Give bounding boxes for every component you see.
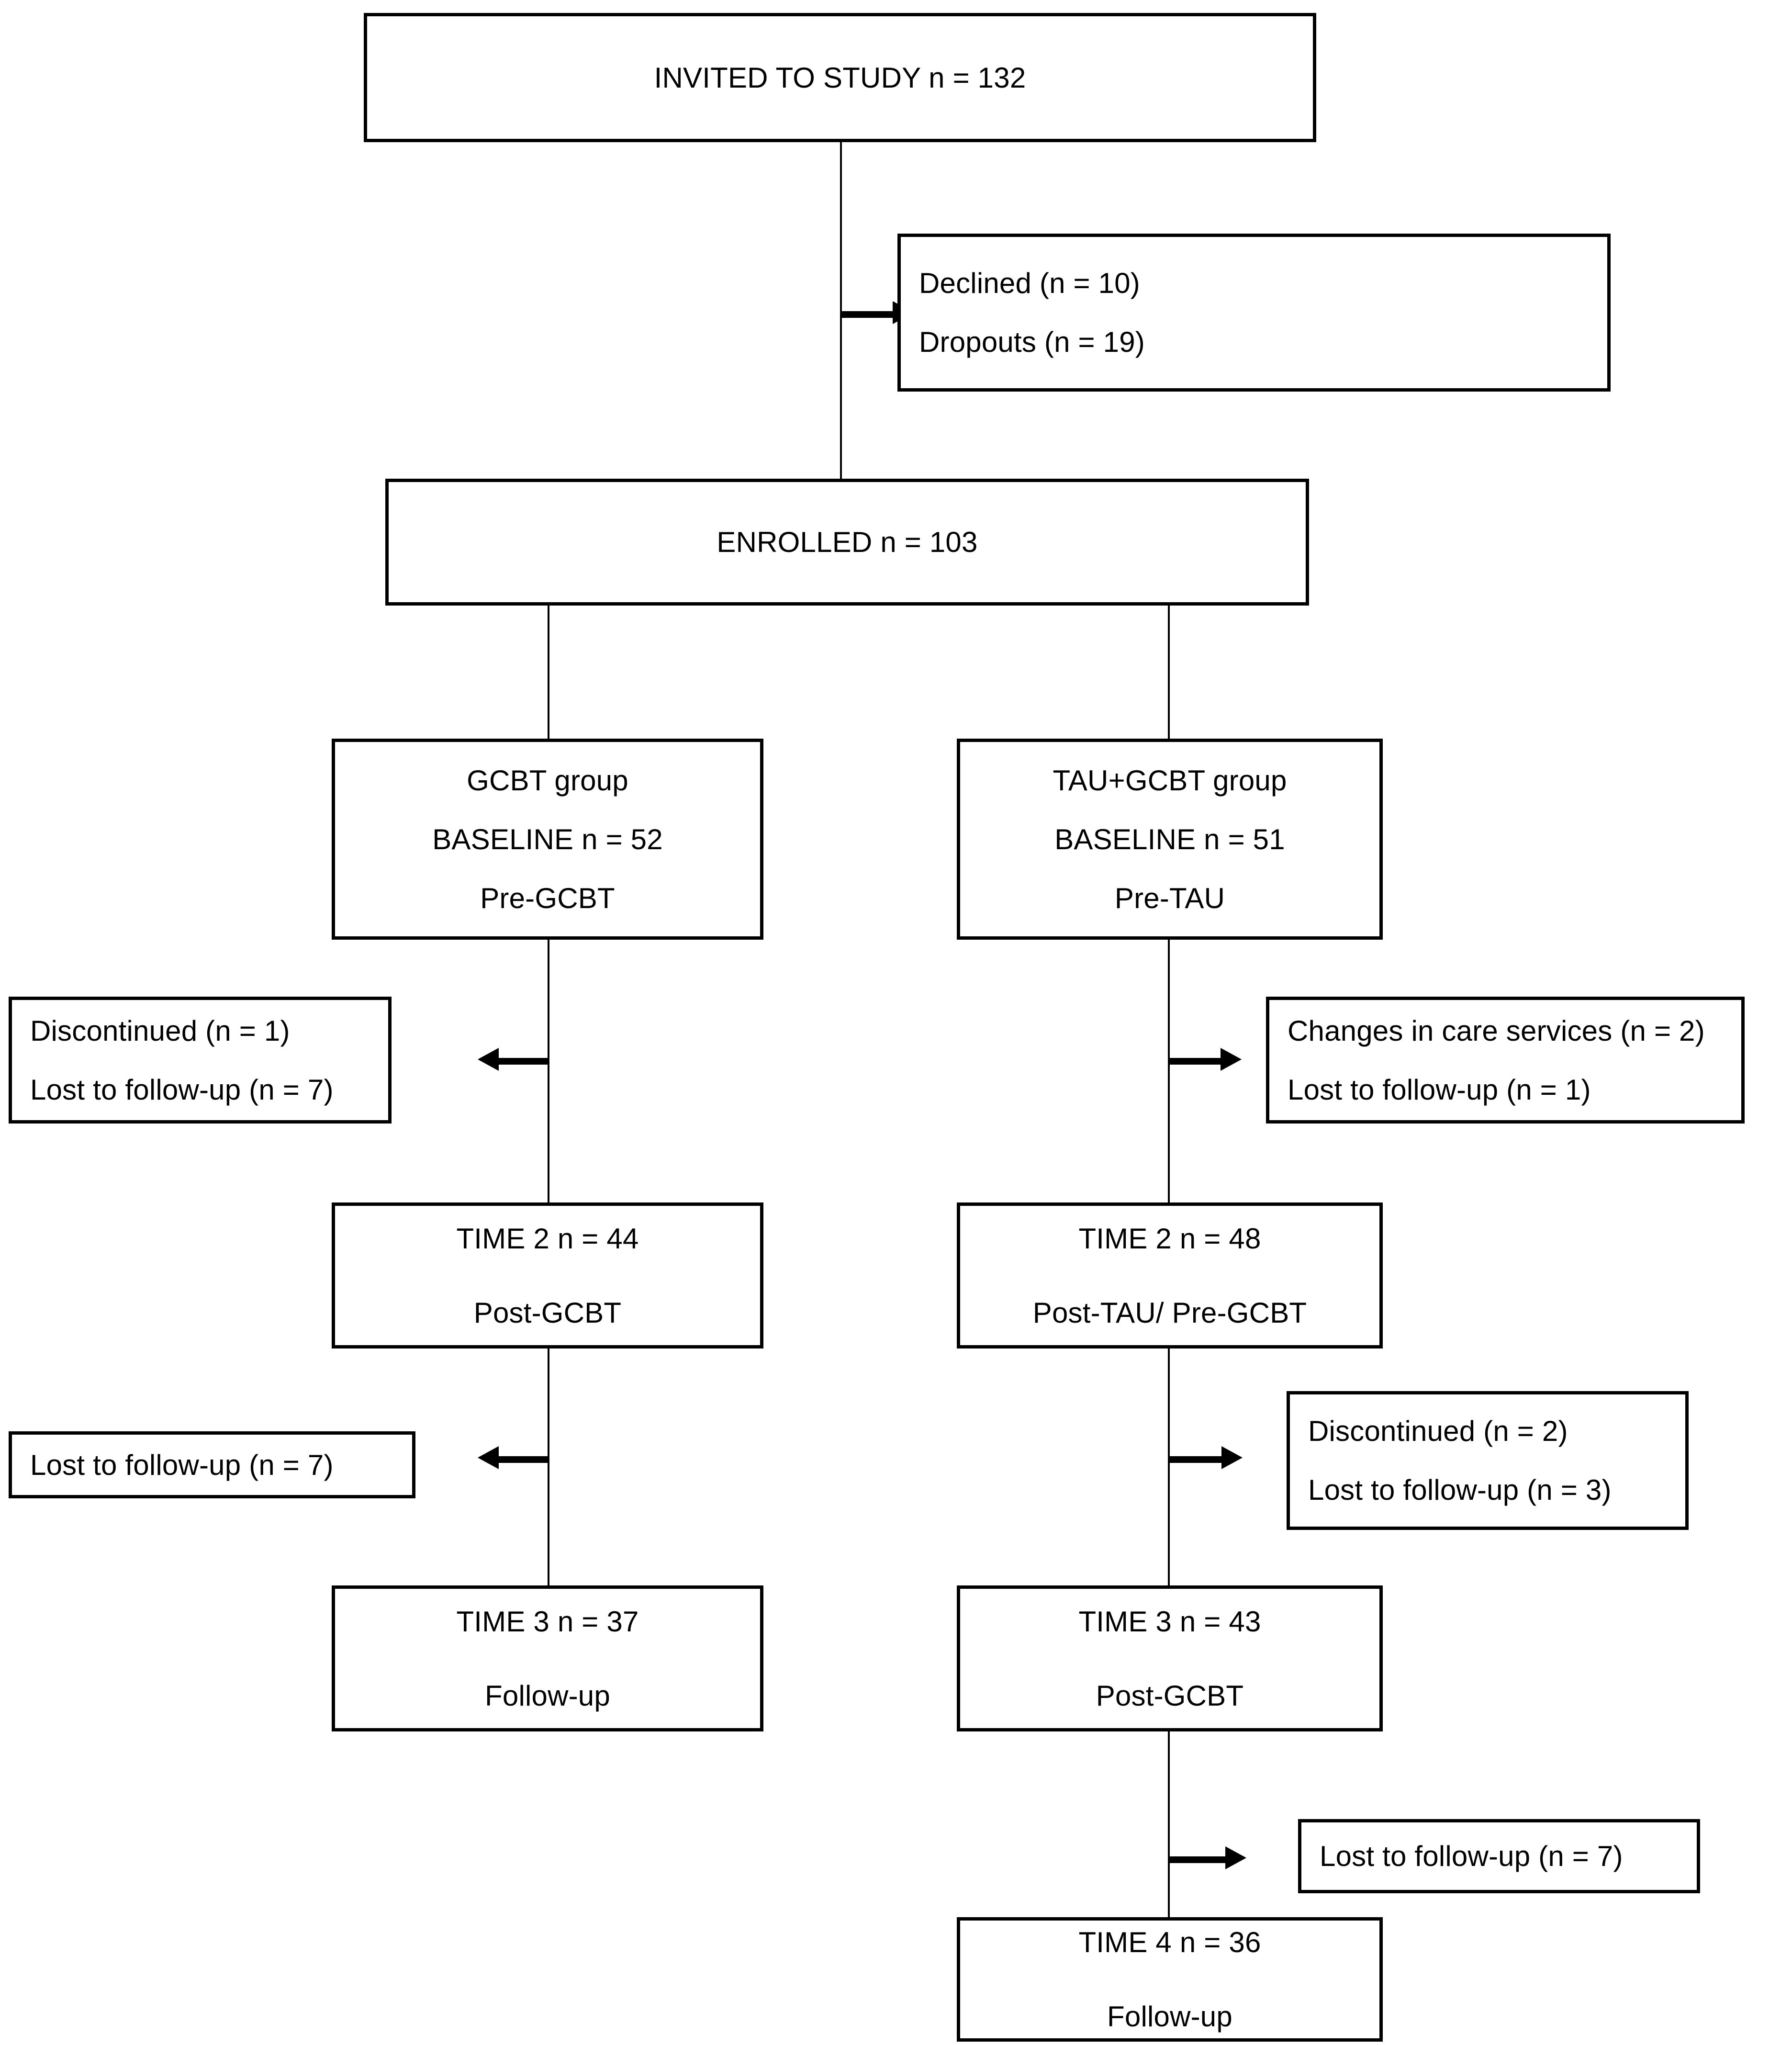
connector-tau-baseline-to-time2	[1168, 936, 1170, 1204]
node-tau-time2[interactable]: TIME 2 n = 48 Post-TAU/ Pre-GCBT	[957, 1202, 1383, 1348]
node-gcbt-baseline-line-2: BASELINE n = 52	[432, 823, 663, 855]
node-tau-time4-line-2: Follow-up	[1107, 2000, 1232, 2033]
node-enrolled[interactable]: ENROLLED n = 103	[385, 479, 1309, 606]
connector-tau-time3-to-time4	[1168, 1707, 1170, 1994]
node-gcbt-baseline[interactable]: GCBT group BASELINE n = 52 Pre-GCBT	[332, 739, 763, 940]
node-gcbt-attrition-1-line-1: Discontinued (n = 1)	[30, 1014, 290, 1047]
node-tau-baseline[interactable]: TAU+GCBT group BASELINE n = 51 Pre-TAU	[957, 739, 1383, 940]
connector-gcbt-baseline-to-time2	[548, 936, 549, 1204]
node-gcbt-time3-line-2: Follow-up	[485, 1679, 610, 1712]
node-tau-time3-line-1: TIME 3 n = 43	[1078, 1605, 1261, 1638]
node-tau-time2-line-2: Post-TAU/ Pre-GCBT	[1032, 1296, 1307, 1329]
node-invited-line-1: INVITED TO STUDY n = 132	[654, 61, 1026, 94]
node-tau-attrition-2[interactable]: Discontinued (n = 2) Lost to follow-up (…	[1287, 1391, 1689, 1530]
connector-enrolled-to-gcbt	[548, 555, 549, 742]
node-tau-baseline-line-3: Pre-TAU	[1114, 882, 1225, 914]
node-gcbt-time2-line-2: Post-GCBT	[473, 1296, 622, 1329]
node-gcbt-attrition-1[interactable]: Discontinued (n = 1) Lost to follow-up (…	[9, 997, 392, 1124]
arrow-gcbt-attrition-2	[478, 1446, 549, 1469]
node-invited-to-study[interactable]: INVITED TO STUDY n = 132	[364, 13, 1316, 142]
arrow-tau-attrition-1	[1169, 1048, 1242, 1071]
node-gcbt-attrition-1-line-2: Lost to follow-up (n = 7)	[30, 1073, 334, 1106]
node-tau-time3-line-2: Post-GCBT	[1096, 1679, 1244, 1712]
node-tau-time2-line-1: TIME 2 n = 48	[1078, 1222, 1261, 1255]
node-tau-attrition-2-line-1: Discontinued (n = 2)	[1308, 1415, 1568, 1447]
node-tau-attrition-1[interactable]: Changes in care services (n = 2) Lost to…	[1266, 997, 1745, 1124]
node-excluded-line-2: Dropouts (n = 19)	[919, 326, 1145, 358]
arrow-invited-to-excluded	[841, 301, 914, 324]
arrow-tau-attrition-2	[1169, 1446, 1243, 1469]
node-tau-attrition-2-line-2: Lost to follow-up (n = 3)	[1308, 1474, 1612, 1506]
node-tau-attrition-3[interactable]: Lost to follow-up (n = 7)	[1298, 1819, 1700, 1893]
node-tau-attrition-1-line-1: Changes in care services (n = 2)	[1288, 1014, 1705, 1047]
node-gcbt-baseline-line-3: Pre-GCBT	[480, 882, 615, 914]
arrow-gcbt-attrition-1	[478, 1048, 549, 1071]
node-gcbt-attrition-2[interactable]: Lost to follow-up (n = 7)	[9, 1431, 415, 1498]
node-tau-time4-line-1: TIME 4 n = 36	[1078, 1926, 1261, 1958]
node-tau-time4[interactable]: TIME 4 n = 36 Follow-up	[957, 1917, 1383, 2042]
node-enrolled-line-1: ENROLLED n = 103	[717, 526, 978, 558]
node-tau-attrition-3-line-1: Lost to follow-up (n = 7)	[1320, 1840, 1623, 1872]
node-excluded-line-1: Declined (n = 10)	[919, 267, 1140, 299]
arrow-tau-attrition-3	[1169, 1846, 1246, 1869]
node-gcbt-time2-line-1: TIME 2 n = 44	[456, 1222, 639, 1255]
node-gcbt-time3-line-1: TIME 3 n = 37	[456, 1605, 639, 1638]
connector-enrolled-to-tau	[1168, 555, 1170, 742]
node-gcbt-attrition-2-line-1: Lost to follow-up (n = 7)	[30, 1449, 334, 1481]
node-gcbt-time3[interactable]: TIME 3 n = 37 Follow-up	[332, 1585, 763, 1731]
node-gcbt-time2[interactable]: TIME 2 n = 44 Post-GCBT	[332, 1202, 763, 1348]
node-tau-attrition-1-line-2: Lost to follow-up (n = 1)	[1288, 1073, 1591, 1106]
node-gcbt-baseline-line-1: GCBT group	[467, 764, 628, 797]
node-tau-baseline-line-2: BASELINE n = 51	[1054, 823, 1285, 855]
connector-gcbt-time2-to-time3	[548, 1321, 549, 1589]
node-tau-time3[interactable]: TIME 3 n = 43 Post-GCBT	[957, 1585, 1383, 1731]
node-tau-baseline-line-1: TAU+GCBT group	[1053, 764, 1287, 797]
connector-tau-time2-to-time3	[1168, 1321, 1170, 1589]
node-excluded-initial[interactable]: Declined (n = 10) Dropouts (n = 19)	[897, 234, 1611, 392]
